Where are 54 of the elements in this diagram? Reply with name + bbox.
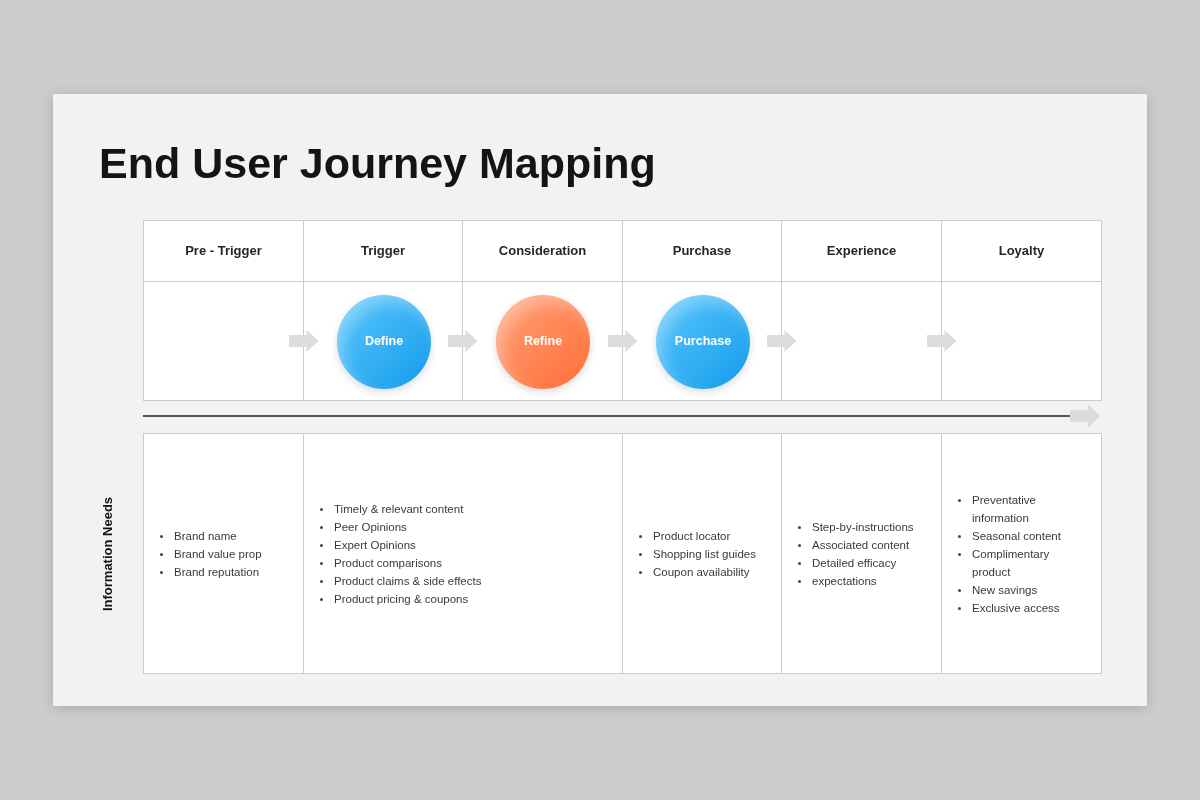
stage-heading: Loyalty: [998, 242, 1045, 260]
table-cell: [143, 433, 304, 674]
header-cell: [622, 220, 782, 282]
table-cell: [143, 281, 304, 401]
list-item: Seasonal content: [972, 528, 1061, 544]
list-item: Exclusive access: [972, 600, 1060, 616]
arrow: [767, 330, 797, 352]
list-item: Preventative information: [972, 492, 1037, 526]
circle-label: Refine: [523, 334, 563, 350]
list-item: Product locator: [653, 528, 731, 544]
list-item: Step-by-instructions: [812, 519, 914, 535]
table-cell: [622, 433, 782, 674]
row-heading: Information Needs: [99, 496, 117, 612]
stage-heading: Consideration: [498, 242, 587, 260]
list-item: Brand reputation: [174, 564, 260, 580]
table-cell: [941, 281, 1102, 401]
stage-heading: Purchase: [672, 242, 732, 260]
header-cell: [781, 220, 942, 282]
table-cell: [303, 281, 463, 401]
table-cell: [622, 281, 782, 401]
arrow: [608, 330, 638, 352]
stage-heading: Trigger: [360, 242, 406, 260]
list-item: Detailed efficacy: [812, 555, 897, 571]
list-item: Product comparisons: [334, 555, 443, 571]
list-item: Coupon availability: [653, 564, 750, 580]
table-cell: [462, 281, 623, 401]
list-item: Shopping list guides: [653, 546, 756, 562]
list-item: Product pricing & coupons: [334, 591, 469, 607]
arrow: [927, 330, 957, 352]
table-cell: [303, 433, 623, 674]
circle-label: Purchase: [674, 334, 732, 350]
list-item: New savings: [972, 582, 1038, 598]
list-item: Expert Opinions: [334, 537, 416, 553]
arrow: [448, 330, 478, 352]
list-item: Associated content: [812, 537, 910, 553]
header-cell: [941, 220, 1102, 282]
header-cell: [303, 220, 463, 282]
list-item: Brand value prop: [174, 546, 262, 562]
header-cell: [143, 220, 304, 282]
table-cell: [781, 433, 942, 674]
header-cell: [462, 220, 623, 282]
list-item: Peer Opinions: [334, 519, 407, 535]
slide-title: End User Journey Mapping: [99, 142, 656, 185]
list-item: Timely & relevant content: [334, 501, 464, 517]
circle-label: Define: [364, 334, 404, 350]
stage-heading: Pre - Trigger: [185, 242, 262, 260]
table-cell: [781, 281, 942, 401]
list-item: expectations: [812, 573, 877, 589]
table-cell: [941, 433, 1102, 674]
arrow: [289, 330, 319, 352]
list-item: Product claims & side effects: [334, 573, 482, 589]
list-item: Complimentary product: [972, 546, 1051, 580]
list-item: Brand name: [174, 528, 237, 544]
stage-heading: Experience: [826, 242, 897, 260]
